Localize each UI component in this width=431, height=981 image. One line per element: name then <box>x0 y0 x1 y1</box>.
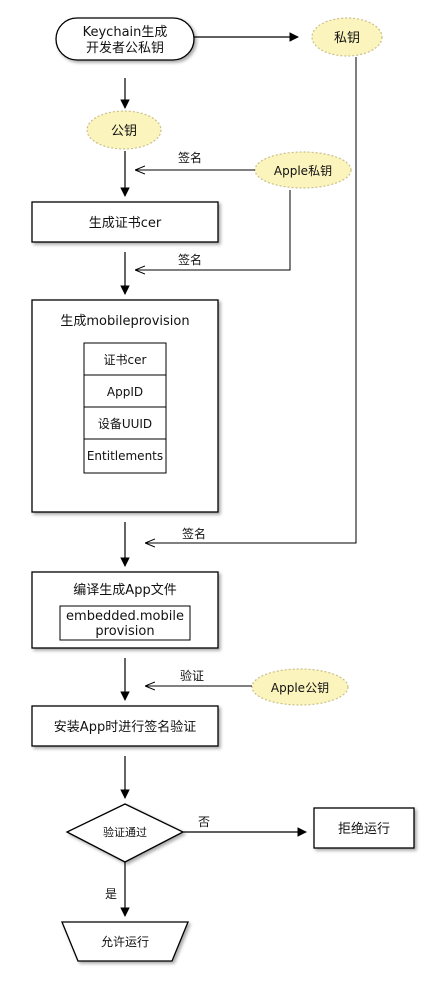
embedded-line2: provision <box>95 624 154 639</box>
private-key-node: 私钥 <box>311 17 383 57</box>
apple-private-key-label: Apple私钥 <box>274 164 332 178</box>
reject-label: 拒绝运行 <box>338 821 390 837</box>
public-key-label: 公钥 <box>111 124 137 139</box>
provision-item-cert: 证书cer <box>104 353 147 367</box>
allow-label: 允许运行 <box>101 934 149 949</box>
provision-item-appid: AppID <box>107 385 143 399</box>
mobileprovision-title: 生成mobileprovision <box>60 314 189 329</box>
yes-label: 是 <box>105 887 117 901</box>
no-label: 否 <box>198 815 210 829</box>
apple-public-key-label: Apple公钥 <box>271 681 329 695</box>
provision-item-uuid: 设备UUID <box>98 417 152 431</box>
edge-sign3 <box>146 57 357 543</box>
public-key-node: 公钥 <box>86 110 162 150</box>
private-key-label: 私钥 <box>334 31 360 46</box>
embedded-line1: embedded.mobile <box>66 609 184 624</box>
allow-node: 允许运行 <box>61 921 189 962</box>
cert-node: 生成证书cer <box>31 201 219 243</box>
reject-node: 拒绝运行 <box>313 807 415 849</box>
mobileprovision-node: 生成mobileprovision 证书cer AppID 设备UUID Ent… <box>31 299 219 513</box>
decision-node: 验证通过 <box>65 803 185 863</box>
sign3-label: 签名 <box>182 526 206 541</box>
install-node: 安装App时进行签名验证 <box>31 705 219 747</box>
edge-sign2 <box>136 190 291 270</box>
sign1-label: 签名 <box>178 150 202 165</box>
sign2-label: 签名 <box>178 252 202 267</box>
compile-title: 编译生成App文件 <box>73 583 176 598</box>
keychain-line1: Keychain生成 <box>83 25 168 40</box>
apple-private-key-node: Apple私钥 <box>254 151 352 189</box>
keychain-node: Keychain生成 开发者公私钥 <box>55 17 195 61</box>
verify-label: 验证 <box>180 668 204 683</box>
install-label: 安装App时进行签名验证 <box>54 719 196 735</box>
compile-node: 编译生成App文件 embedded.mobile provision <box>31 571 219 649</box>
apple-public-key-node: Apple公钥 <box>251 668 349 706</box>
decision-label: 验证通过 <box>103 825 147 839</box>
cert-label: 生成证书cer <box>89 216 162 231</box>
provision-item-entitlements: Entitlements <box>87 449 163 463</box>
keychain-line2: 开发者公私钥 <box>86 40 164 56</box>
